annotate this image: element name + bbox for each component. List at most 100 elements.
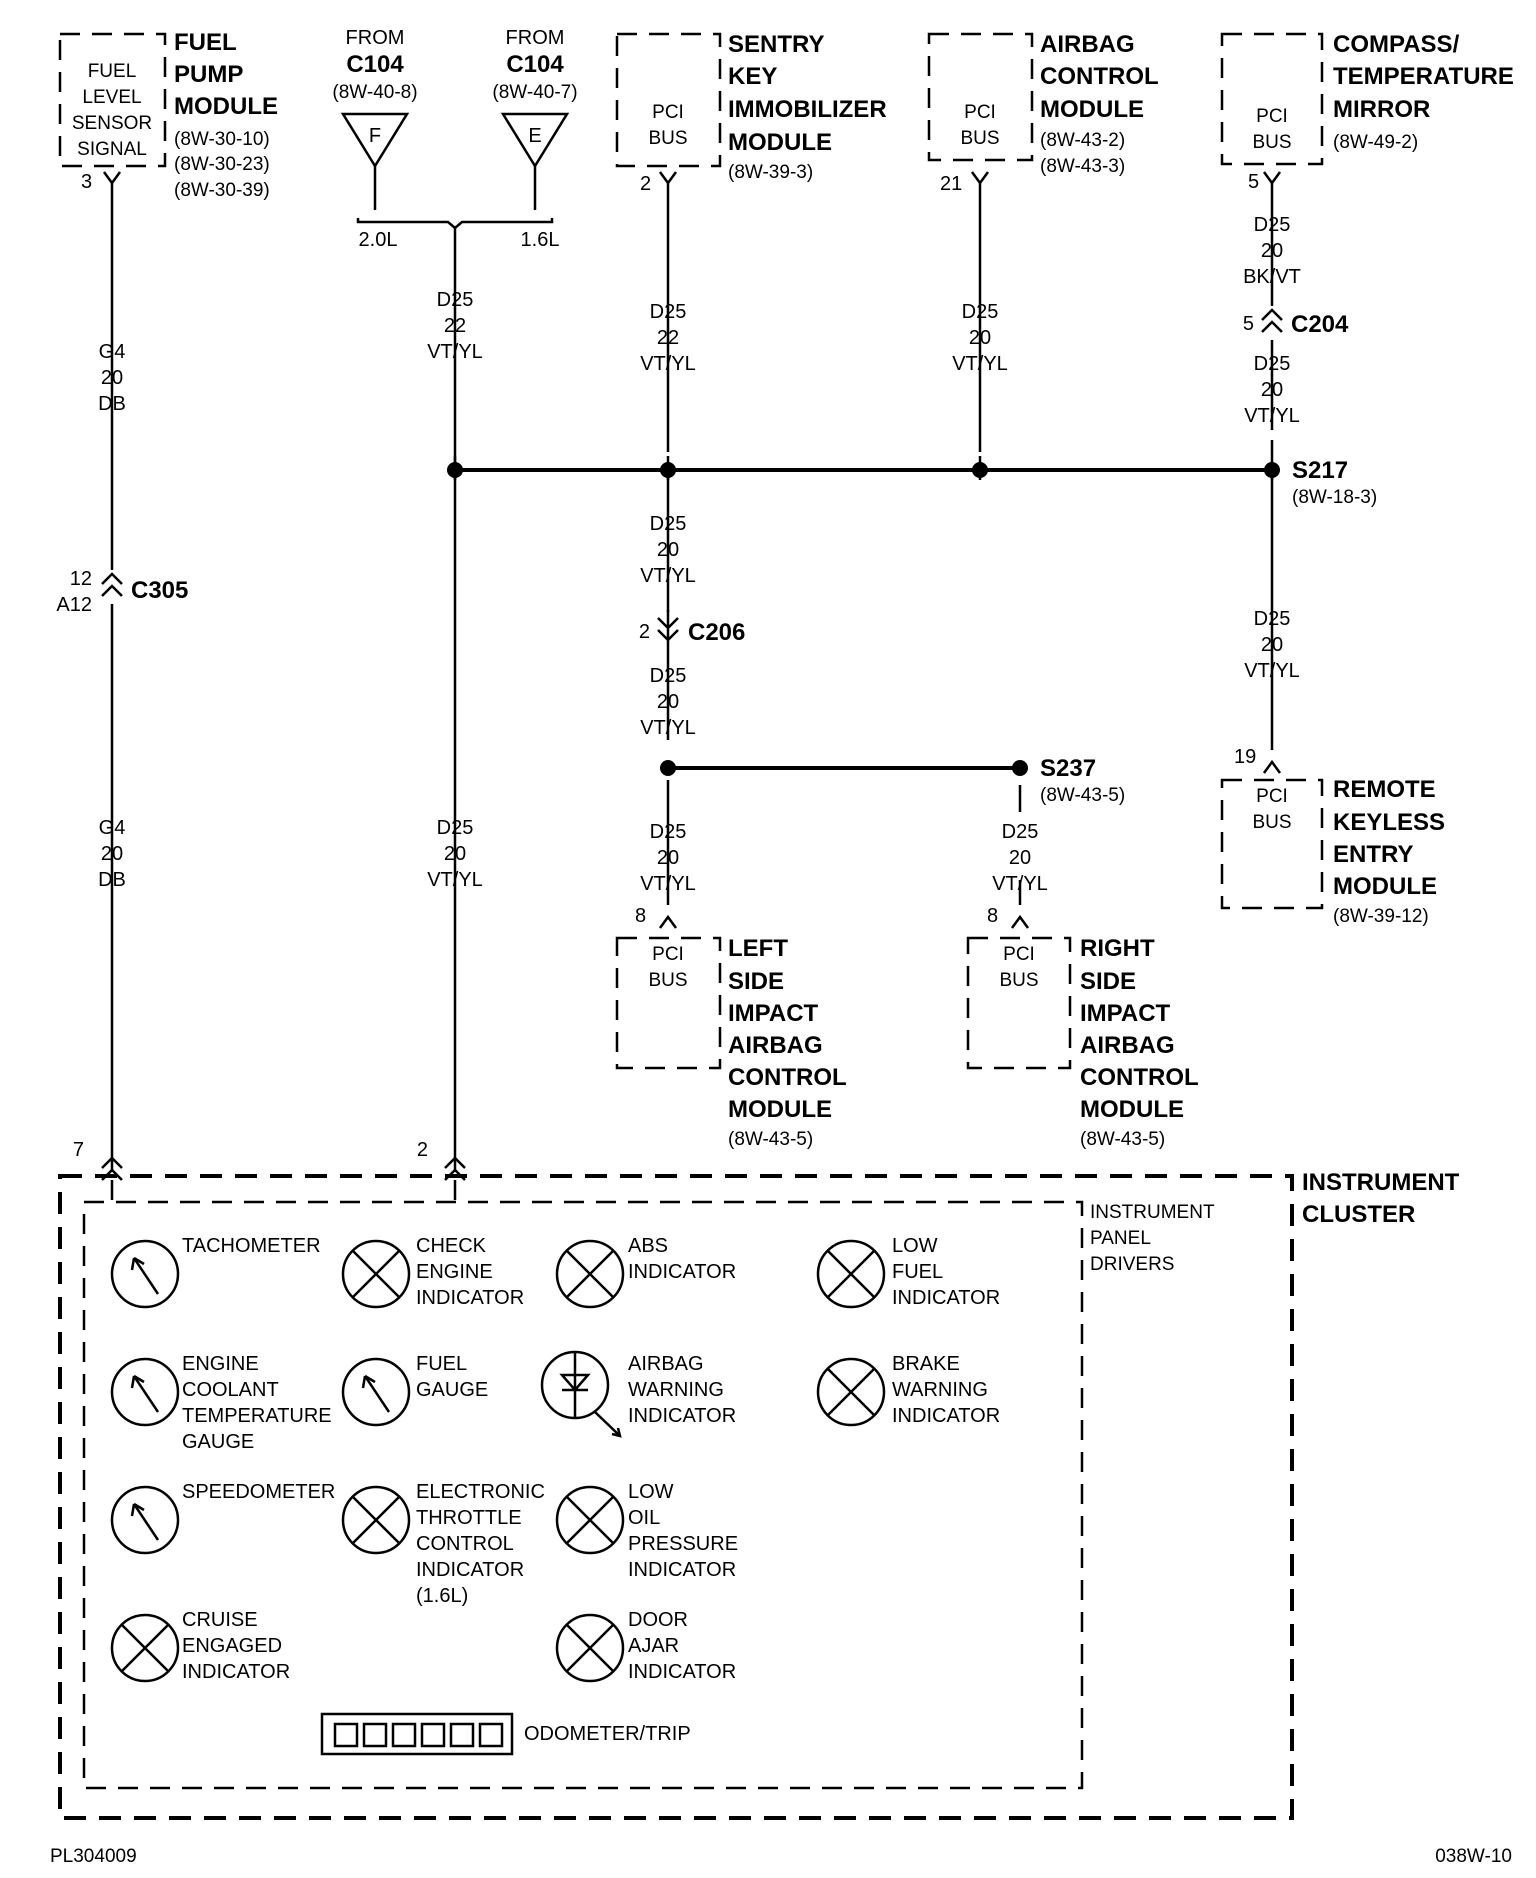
svg-text:12: 12 [70,568,92,590]
from-c104-f: FROM C104 (8W-40-8) F [332,27,418,169]
svg-text:AIRBAG: AIRBAG [728,1032,823,1059]
svg-text:COMPASS/: COMPASS/ [1333,31,1460,58]
svg-text:2: 2 [639,621,650,643]
svg-text:BRAKE: BRAKE [892,1353,960,1375]
svg-text:KEY: KEY [728,63,777,90]
svg-text:D25: D25 [1002,821,1039,843]
svg-text:C104: C104 [346,51,404,78]
svg-text:FUEL: FUEL [892,1261,943,1283]
svg-text:D25: D25 [650,821,687,843]
left-side-impact-airbag-module: PCI BUS 8 LEFT SIDE IMPACT AIRBAG CONTRO… [615,905,847,1150]
from-c104-e: FROM C104 (8W-40-7) E [492,27,578,169]
svg-text:CONTROL: CONTROL [416,1533,514,1555]
svg-text:(8W-18-3): (8W-18-3) [1292,487,1377,508]
wire-label-d25-left: D25 20 VT/YL [640,821,696,895]
svg-text:PCI: PCI [1256,786,1288,807]
svg-text:DOOR: DOOR [628,1609,688,1631]
svg-text:WARNING: WARNING [892,1379,988,1401]
connector-c206: 2 C206 [639,610,745,650]
speedometer-gauge-icon [110,1485,180,1555]
svg-text:THROTTLE: THROTTLE [416,1507,522,1529]
wire-label-d25-cluster: D25 20 VT/YL [427,817,483,891]
svg-text:PCI: PCI [652,944,684,965]
svg-text:22: 22 [657,327,679,349]
svg-text:(8W-43-3): (8W-43-3) [1040,156,1125,177]
svg-text:D25: D25 [437,817,474,839]
svg-text:D25: D25 [962,301,999,323]
svg-text:BUS: BUS [648,970,687,991]
svg-text:VT/YL: VT/YL [427,341,483,363]
svg-text:20: 20 [657,847,679,869]
svg-text:20: 20 [969,327,991,349]
svg-text:G4: G4 [99,341,126,363]
svg-text:KEYLESS: KEYLESS [1333,809,1445,836]
svg-text:20: 20 [101,843,123,865]
svg-text:CHECK: CHECK [416,1235,487,1257]
svg-text:BUS: BUS [648,128,687,149]
svg-text:ENTRY: ENTRY [1333,841,1413,868]
fuel-pump-module: FUEL LEVEL SENSOR SIGNAL FUEL PUMP MODUL… [58,29,278,201]
svg-text:MODULE: MODULE [1040,96,1144,123]
cruise-engaged-lamp-icon [110,1613,180,1683]
svg-text:BUS: BUS [1252,132,1291,153]
svg-text:A12: A12 [56,594,92,616]
connector-c305: 12 A12 C305 [56,568,188,616]
svg-text:SIDE: SIDE [728,968,784,995]
svg-text:VT/YL: VT/YL [427,869,483,891]
fuel-gauge-icon [341,1357,411,1427]
wire-label-d25-rke: D25 20 VT/YL [1244,608,1300,682]
svg-text:FUEL: FUEL [416,1353,467,1375]
figure-id-right: 038W-10 [1435,1846,1512,1867]
svg-text:(8W-40-8): (8W-40-8) [332,82,417,103]
svg-text:INSTRUMENT: INSTRUMENT [1090,1202,1215,1223]
svg-text:FUEL: FUEL [174,29,237,56]
svg-text:FROM: FROM [346,27,405,49]
svg-text:20: 20 [657,691,679,713]
svg-text:8: 8 [987,905,998,927]
wire-label-d25-22-sentry: D25 22 VT/YL [640,301,696,375]
svg-text:F: F [369,125,381,147]
wire-label-g4-lower: G4 20 DB [98,817,126,891]
tachometer-gauge-icon [110,1239,180,1309]
svg-text:AIRBAG: AIRBAG [1040,31,1135,58]
svg-text:DB: DB [98,393,126,415]
svg-text:FUEL: FUEL [88,61,137,82]
svg-text:(8W-30-10): (8W-30-10) [174,129,270,150]
svg-text:7: 7 [73,1139,84,1161]
svg-text:C305: C305 [131,577,188,604]
svg-text:GAUGE: GAUGE [416,1379,488,1401]
svg-text:MODULE: MODULE [728,129,832,156]
svg-text:MODULE: MODULE [728,1096,832,1123]
wire-label-d25-22-c104: D25 22 VT/YL [427,289,483,363]
svg-text:RIGHT: RIGHT [1080,935,1155,962]
svg-text:VT/YL: VT/YL [640,565,696,587]
svg-text:(8W-43-5): (8W-43-5) [1040,785,1125,806]
svg-text:IMMOBILIZER: IMMOBILIZER [728,96,887,123]
svg-text:(1.6L): (1.6L) [416,1585,468,1607]
svg-text:INDICATOR: INDICATOR [416,1287,524,1309]
svg-text:2.0L: 2.0L [359,229,398,251]
svg-text:BUS: BUS [999,970,1038,991]
svg-text:SENSOR: SENSOR [72,113,152,134]
remote-keyless-entry-module: PCI BUS 19 REMOTE KEYLESS ENTRY MODULE (… [1220,746,1445,927]
svg-text:20: 20 [657,539,679,561]
low-fuel-lamp-icon [816,1239,886,1309]
wire-label-d25-compass-mid: D25 20 VT/YL [1244,353,1300,427]
svg-text:TEMPERATURE: TEMPERATURE [182,1405,332,1427]
svg-text:20: 20 [1009,847,1031,869]
svg-text:SENTRY: SENTRY [728,31,824,58]
svg-text:PCI: PCI [652,102,684,123]
door-ajar-lamp-icon [555,1613,625,1683]
svg-text:GAUGE: GAUGE [182,1431,254,1453]
instrument-cluster: 7 2 INSTRUMENT CLUSTER INSTRUMENT PANEL … [58,1139,1460,1820]
svg-text:COOLANT: COOLANT [182,1379,279,1401]
svg-text:8: 8 [635,905,646,927]
svg-text:LEVEL: LEVEL [82,87,141,108]
svg-text:LOW: LOW [892,1235,938,1257]
svg-text:C204: C204 [1291,311,1349,338]
svg-text:LEFT: LEFT [728,935,788,962]
svg-text:(8W-39-12): (8W-39-12) [1333,906,1429,927]
svg-text:D25: D25 [437,289,474,311]
svg-text:(8W-40-7): (8W-40-7) [492,82,577,103]
